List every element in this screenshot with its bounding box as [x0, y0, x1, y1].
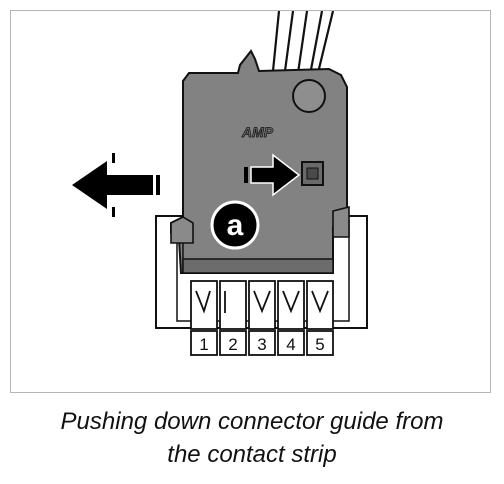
pin-number-1: 1	[199, 335, 208, 354]
pin-number-2: 2	[228, 335, 237, 354]
pin-numbers: 1 2 3 4 5	[199, 335, 324, 354]
connector-diagram: 1 2 3 4 5 AMP	[72, 11, 368, 356]
caption-line-2: the contact strip	[167, 441, 337, 468]
arrow-left-icon	[72, 153, 160, 217]
cable-wires	[271, 11, 335, 78]
figure-caption: Pushing down connector guide from the co…	[0, 405, 504, 471]
terminal-slots	[190, 280, 334, 330]
latch-dome	[292, 79, 326, 113]
brand-label: AMP	[241, 124, 274, 140]
pin-number-3: 3	[257, 335, 266, 354]
caption-line-1: Pushing down connector guide from	[60, 408, 444, 435]
arrow-right-icon	[244, 153, 301, 197]
callout-a: a	[210, 200, 260, 250]
connector-guide: AMP	[170, 49, 350, 274]
callout-label: a	[227, 209, 244, 242]
diagram-frame: 1 2 3 4 5 AMP	[10, 10, 491, 393]
pin-number-4: 4	[286, 335, 295, 354]
pin-number-boxes	[190, 330, 334, 356]
pin-number-5: 5	[315, 335, 324, 354]
